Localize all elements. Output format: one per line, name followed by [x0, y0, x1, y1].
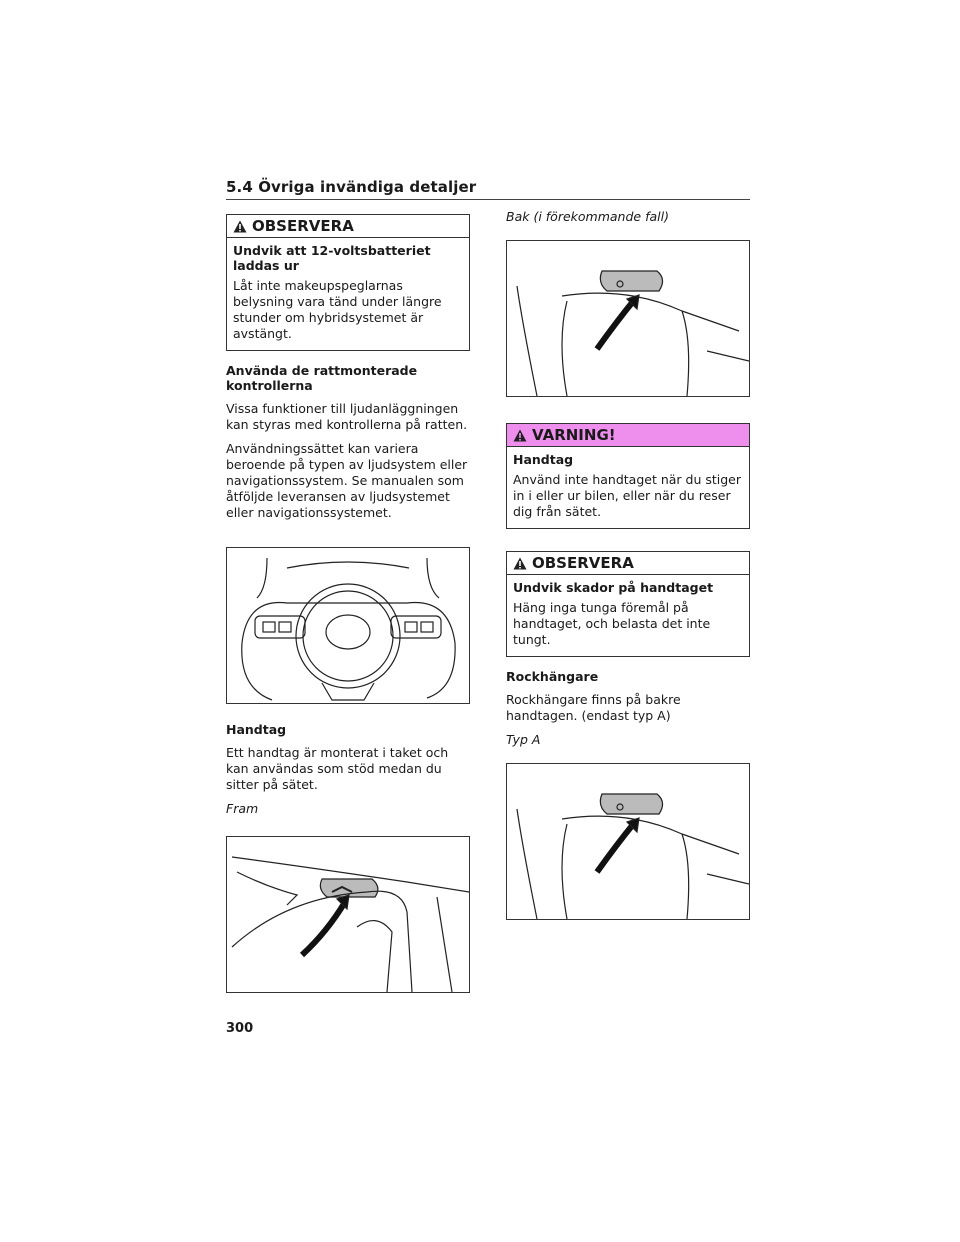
coat-hanger-figure: [506, 763, 750, 920]
paragraph-coat-hanger: Rockhängare finns på bakre handtagen. (e…: [506, 692, 681, 723]
title-divider: [226, 199, 750, 200]
notice2-text: Häng inga tunga föremål på handtaget, oc…: [513, 600, 711, 647]
notice-text: Låt inte makeupspeglarnas belysning vara…: [233, 278, 442, 341]
rear-handle-illustration: [516, 270, 749, 396]
warning-triangle-icon: [513, 429, 527, 441]
heading-steering-controls: Använda de rattmonterade kontrollerna: [226, 363, 418, 393]
page-number: 300: [226, 1021, 254, 1036]
section-title: 5.4 Övriga invändiga detaljer: [226, 178, 477, 196]
notice-header: OBSERVERA: [227, 215, 469, 238]
warning-subtitle: Handtag: [513, 452, 574, 467]
caution-triangle-icon: [513, 557, 527, 569]
warning-header: VARNING!: [507, 424, 749, 447]
caution-triangle-icon: [233, 220, 247, 232]
front-handle-figure: [226, 836, 470, 993]
warning-label: VARNING!: [532, 426, 616, 444]
notice-box-battery: OBSERVERA Undvik att 12-voltsbatteriet l…: [226, 214, 470, 351]
caption-type-a: Typ A: [506, 732, 541, 747]
right-column: Bak (i förekommande fall) VARNING! Handt…: [506, 209, 750, 938]
heading-handle: Handtag: [226, 722, 287, 737]
front-handle-illustration: [231, 856, 469, 992]
notice-box-handle: OBSERVERA Undvik skador på handtaget Hän…: [506, 551, 750, 657]
notice-subtitle: Undvik att 12-voltsbatteriet laddas ur: [233, 243, 431, 273]
warning-text: Använd inte handtaget när du stiger in i…: [513, 472, 741, 519]
notice2-subtitle: Undvik skador på handtaget: [513, 580, 714, 595]
steering-wheel-illustration: [241, 557, 456, 701]
warning-box-handle: VARNING! Handtag Använd inte handtaget n…: [506, 423, 750, 529]
steering-wheel-figure: [226, 547, 470, 704]
heading-coat-hanger: Rockhängare: [506, 669, 599, 684]
left-column: OBSERVERA Undvik att 12-voltsbatteriet l…: [226, 214, 470, 1011]
coat-hanger-illustration: [516, 793, 749, 919]
paragraph-system: Användningssättet kan variera beroende p…: [226, 441, 468, 520]
rear-handle-figure: [506, 240, 750, 397]
paragraph-handle: Ett handtag är monterat i taket och kan …: [226, 745, 449, 792]
notice2-header: OBSERVERA: [507, 552, 749, 575]
caption-front: Fram: [226, 801, 259, 816]
caption-rear: Bak (i förekommande fall): [506, 209, 669, 224]
notice2-label: OBSERVERA: [532, 554, 634, 572]
notice-label: OBSERVERA: [252, 217, 354, 235]
paragraph-controls: Vissa funktioner till ljudanläggningen k…: [226, 401, 468, 432]
